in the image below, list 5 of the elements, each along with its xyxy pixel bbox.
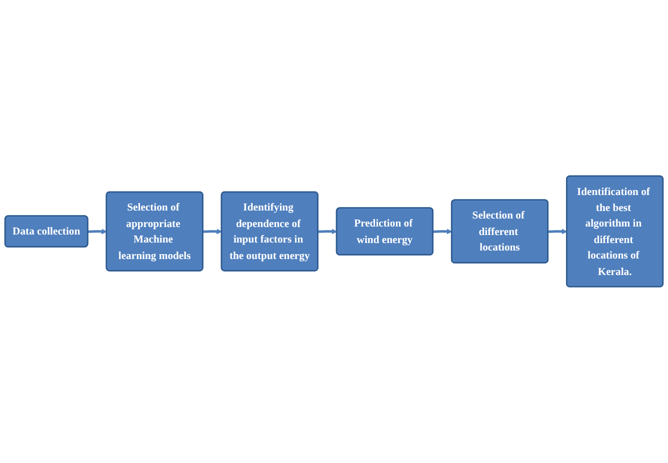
- arrow: [88, 228, 107, 234]
- arrow: [202, 228, 222, 234]
- arrow: [548, 228, 568, 234]
- arrow: [433, 228, 452, 234]
- arrow: [318, 228, 338, 234]
